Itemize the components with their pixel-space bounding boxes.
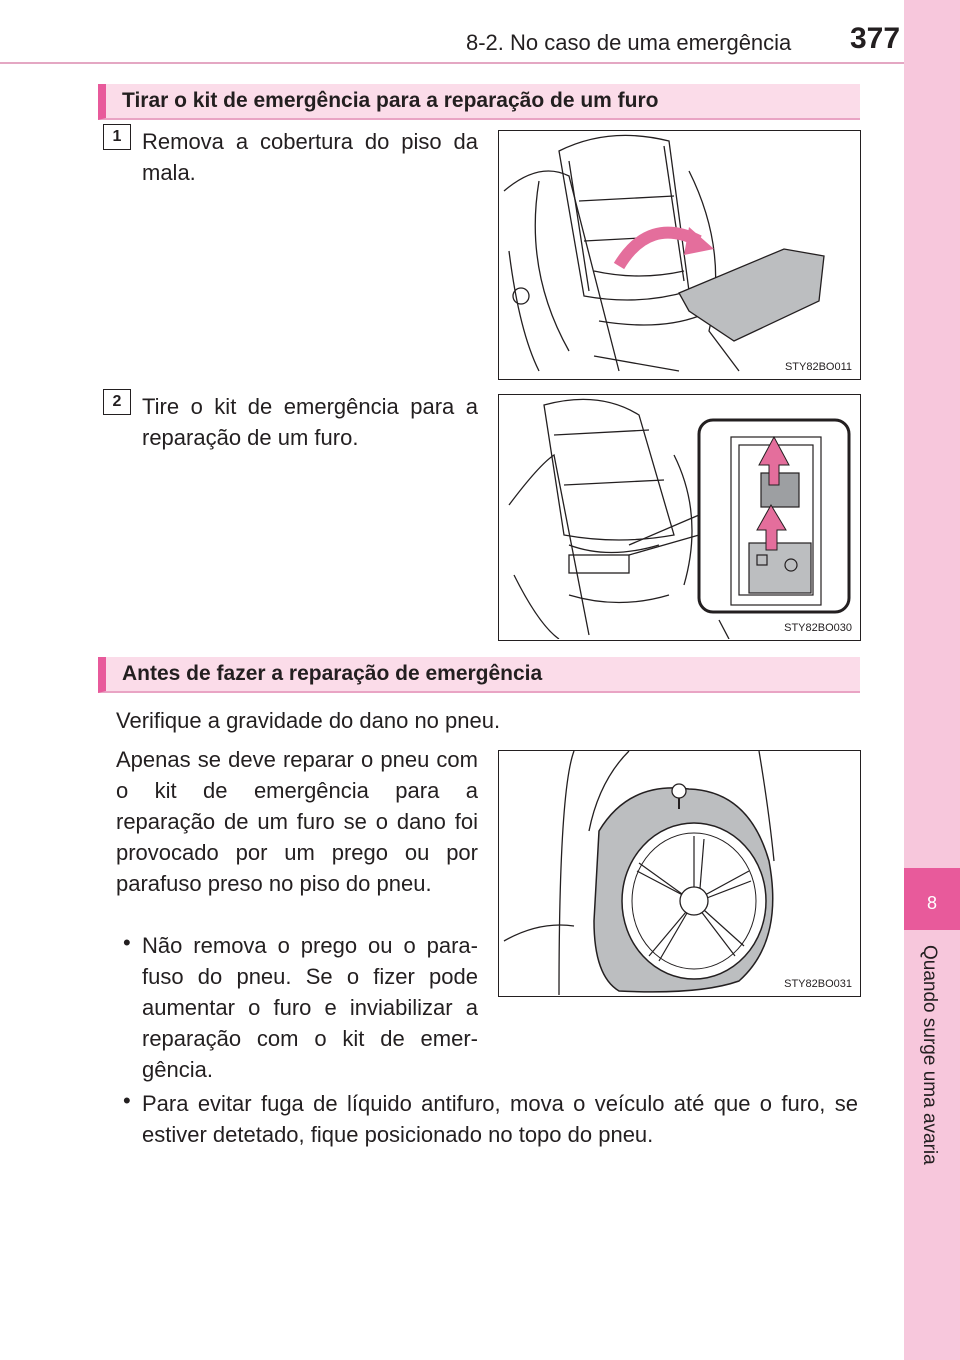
chapter-side-tab bbox=[904, 0, 960, 1360]
step-2-text: Tire o kit de emergência para a reparaçã… bbox=[142, 394, 478, 450]
bullet-marker: • bbox=[123, 1088, 131, 1113]
figure-code: STY82BO030 bbox=[784, 622, 852, 634]
section-heading-before-repair: Antes de fazer a reparação de emergência bbox=[98, 657, 860, 693]
intro-text: Verifique a gravidade do dano no pneu. bbox=[116, 708, 501, 733]
trunk-cover-illustration bbox=[503, 134, 825, 372]
figure-tire-nail: STY82BO031 bbox=[498, 750, 861, 997]
figure-remove-kit: STY82BO030 bbox=[498, 394, 861, 641]
step-1-text: Remova a cobertura do piso da mala. bbox=[142, 129, 478, 185]
section-heading-remove-kit: Tirar o kit de emergência para a reparaç… bbox=[98, 84, 860, 120]
chapter-title: Quando surge uma avaria bbox=[919, 945, 940, 1165]
figure-code: STY82BO011 bbox=[784, 361, 852, 373]
chapter-number: 8 bbox=[926, 893, 937, 913]
bullet-nail-warning: Não remova o prego ou o para-fuso do pne… bbox=[142, 933, 478, 1082]
step-badge-1: 1 bbox=[103, 124, 131, 150]
bullet-marker: • bbox=[123, 930, 131, 955]
chapter-number-box bbox=[904, 868, 960, 930]
paragraph-repair-condition: Apenas se deve reparar o pneu com o kit … bbox=[116, 747, 478, 896]
figure-code: STY82BO031 bbox=[784, 978, 852, 990]
repair-kit-illustration bbox=[508, 398, 851, 639]
section-reference: 8-2. No caso de uma emergência bbox=[466, 30, 792, 55]
section-heading-text: Tirar o kit de emergência para a reparaç… bbox=[122, 89, 659, 112]
figure-trunk-cover: STY82BO011 bbox=[498, 130, 861, 380]
page-number: 377 bbox=[850, 22, 901, 55]
tire-illustration bbox=[503, 751, 775, 995]
header-rule bbox=[0, 62, 904, 64]
step-badge-2: 2 bbox=[103, 389, 131, 415]
section-heading-text: Antes de fazer a reparação de emergência bbox=[122, 662, 543, 685]
bullet-position-puncture: Para evitar fuga de líquido antifuro, mo… bbox=[142, 1091, 858, 1147]
